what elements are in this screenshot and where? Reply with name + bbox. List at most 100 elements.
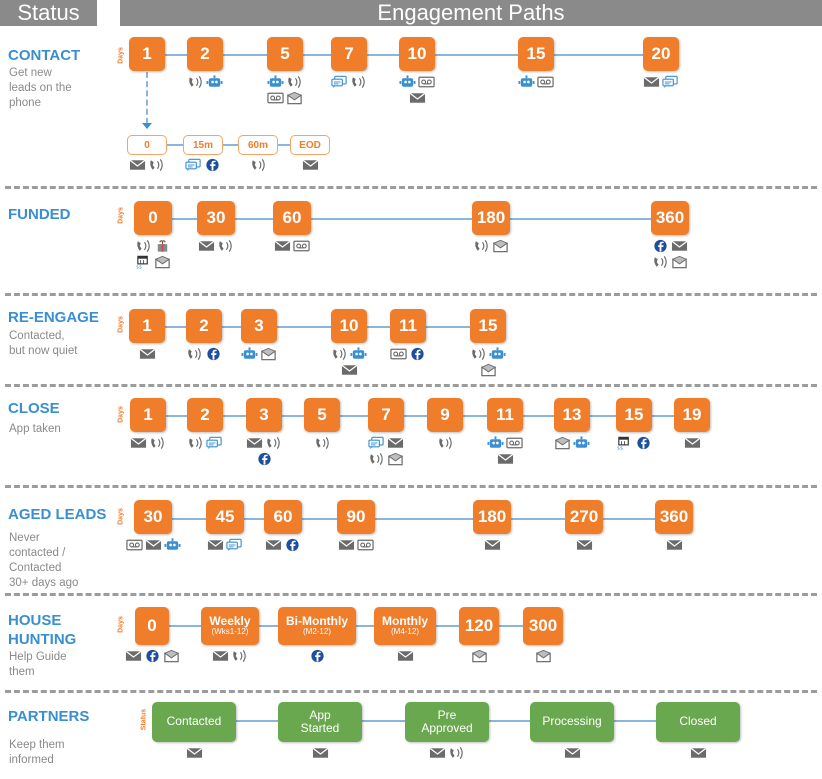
robot-icon xyxy=(267,75,284,89)
partners-step-icons xyxy=(425,746,469,760)
chat-icon xyxy=(185,158,202,172)
open-mail-icon xyxy=(492,239,509,253)
house-step-label: Weekly xyxy=(209,614,251,628)
chat-icon xyxy=(226,538,243,552)
contact-dashed-connector xyxy=(146,72,148,124)
funded-step-icons: $$ xyxy=(132,239,174,269)
reengage-step-label: 3 xyxy=(254,315,264,335)
reengage-step-node: 15 xyxy=(470,309,506,343)
reengage-timeline-line xyxy=(147,326,488,328)
phone-icon xyxy=(265,436,282,450)
phone-icon xyxy=(448,746,465,760)
house-step-label: Bi-Monthly xyxy=(286,614,348,628)
reengage-desc: Contacted, but now quiet xyxy=(9,330,78,357)
days-label: Days xyxy=(117,207,125,224)
house-step-sublabel: (M4-12) xyxy=(390,627,419,637)
reengage-step-icons xyxy=(323,347,375,377)
open-mail-icon xyxy=(163,649,180,663)
funded-step-label: 360 xyxy=(655,207,685,227)
contact-step-icons xyxy=(185,75,225,89)
phone-icon xyxy=(217,239,234,253)
house-hunting-desc: Help Guide them xyxy=(9,651,67,678)
partners-step-icons xyxy=(298,746,342,760)
contact-connector-arrow xyxy=(142,123,152,129)
house-step-label: 120 xyxy=(464,615,494,635)
calendar-money-icon: $$ xyxy=(616,436,633,450)
partners-step-node: Contacted xyxy=(152,702,236,742)
contact-substep-label: 15m xyxy=(192,139,213,151)
mail-icon xyxy=(666,538,683,552)
robot-icon xyxy=(518,75,535,89)
close-step-icons xyxy=(364,436,408,466)
aged-step-icons xyxy=(197,538,253,552)
robot-icon xyxy=(487,436,504,450)
contact-substep-node: 15m xyxy=(183,135,223,155)
reengage-step-label: 15 xyxy=(478,315,498,335)
robot-icon xyxy=(206,75,223,89)
aged-step-label: 30 xyxy=(143,506,163,526)
reengage-step-label: 1 xyxy=(142,315,152,335)
partners-desc: Keep them informed xyxy=(9,739,65,766)
mail-icon xyxy=(643,75,660,89)
voicemail-icon xyxy=(357,538,374,552)
contact-step-icons xyxy=(641,75,681,89)
aged-step-node: 60 xyxy=(264,500,302,534)
voicemail-icon xyxy=(390,347,407,361)
voicemail-icon xyxy=(267,91,284,105)
house-step-sublabel: (M2-12) xyxy=(302,627,331,637)
days-label: Days xyxy=(117,406,125,423)
contact-step-node: 15 xyxy=(518,37,554,71)
mail-icon xyxy=(338,538,355,552)
funded-timeline-line xyxy=(153,218,670,220)
close-step-node: 19 xyxy=(674,398,710,432)
mail-icon xyxy=(198,239,215,253)
phone-icon xyxy=(368,452,385,466)
funded-step-node: 180 xyxy=(472,201,510,235)
contact-substep-line xyxy=(147,144,310,146)
funded-title: FUNDED xyxy=(8,206,71,223)
mail-icon xyxy=(312,746,329,760)
reengage-step-node: 10 xyxy=(331,309,367,343)
contact-substep-icons xyxy=(181,158,225,172)
reengage-step-node: 11 xyxy=(390,309,426,343)
funded-step-label: 180 xyxy=(476,207,506,227)
partners-step-icons xyxy=(172,746,216,760)
reengage-step-icons xyxy=(233,347,285,361)
chat-icon xyxy=(662,75,679,89)
mail-icon xyxy=(484,538,501,552)
open-mail-icon xyxy=(154,255,171,269)
close-step-icons xyxy=(423,436,467,450)
close-step-label: 7 xyxy=(381,404,391,424)
phone-icon xyxy=(186,347,203,361)
close-step-label: 3 xyxy=(259,404,269,424)
close-step-label: 11 xyxy=(496,404,514,424)
aged-step-label: 270 xyxy=(569,506,599,526)
house-step-icons xyxy=(289,649,345,663)
reengage-title: RE-ENGAGE xyxy=(8,309,99,326)
funded-step-node: 30 xyxy=(197,201,235,235)
reengage-step-icons xyxy=(121,347,173,361)
house-step-icons xyxy=(515,649,571,663)
divider xyxy=(5,690,817,693)
close-title: CLOSE xyxy=(8,400,60,417)
partners-step-node: App Started xyxy=(278,702,362,742)
mail-icon xyxy=(429,746,446,760)
voicemail-icon xyxy=(537,75,554,89)
mail-icon xyxy=(684,436,701,450)
mail-icon xyxy=(497,452,514,466)
house-step-icons xyxy=(377,649,433,663)
mail-icon xyxy=(302,158,319,172)
aged-step-node: 360 xyxy=(655,500,693,534)
house-step-node: 0 xyxy=(135,607,169,645)
close-step-node: 1 xyxy=(130,398,166,432)
robot-icon xyxy=(399,75,416,89)
partners-step-icons xyxy=(550,746,594,760)
aged-step-label: 45 xyxy=(215,506,235,526)
contact-step-label: 5 xyxy=(280,43,290,63)
aged-step-node: 270 xyxy=(565,500,603,534)
partners-step-node: Processing xyxy=(530,702,614,742)
open-mail-icon xyxy=(387,452,404,466)
funded-step-label: 60 xyxy=(282,207,302,227)
aged-step-label: 360 xyxy=(659,506,689,526)
close-step-label: 1 xyxy=(143,404,153,424)
